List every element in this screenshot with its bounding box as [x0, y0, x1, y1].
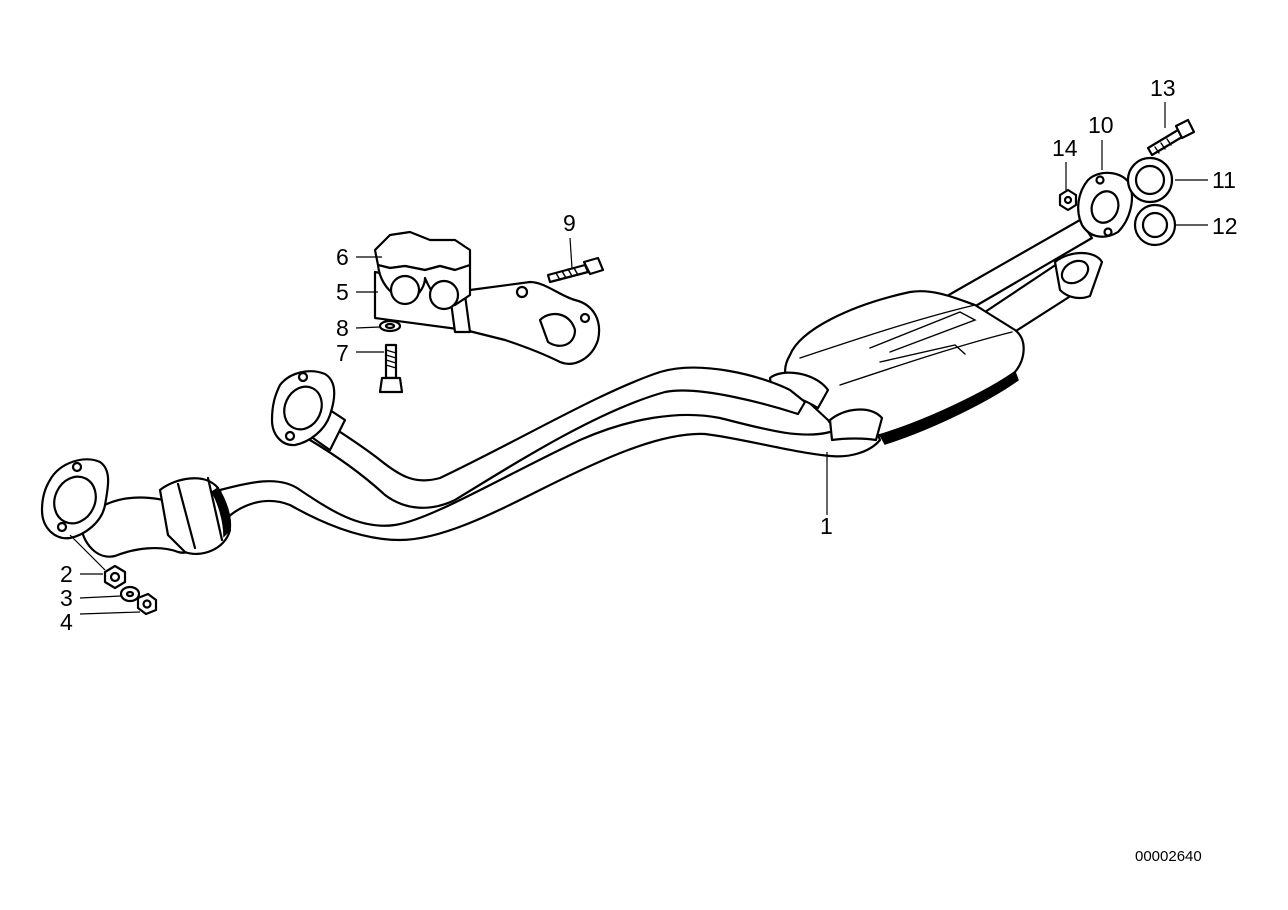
left-manifold-flange [40, 458, 110, 540]
nut-2 [103, 564, 127, 590]
washer-3 [119, 585, 141, 603]
callout-3: 3 [60, 585, 73, 611]
callout-6: 6 [336, 244, 349, 270]
callout-10: 10 [1088, 112, 1114, 138]
callout-12: 12 [1212, 213, 1238, 239]
bolt-9 [546, 256, 605, 284]
pipe-clamp [373, 230, 472, 311]
catalytic-converter [768, 290, 1025, 445]
callout-5: 5 [336, 279, 349, 305]
callout-labels: 1 2 3 4 5 6 7 8 9 10 11 12 13 14 [60, 75, 1238, 635]
callout-14: 14 [1052, 135, 1078, 161]
nut-4 [136, 592, 158, 616]
bolt-7 [378, 343, 404, 394]
callout-2: 2 [60, 561, 73, 587]
callout-11: 11 [1212, 167, 1236, 193]
callout-7: 7 [336, 340, 349, 366]
bolt-13 [1146, 118, 1196, 157]
callout-1: 1 [820, 513, 833, 539]
callout-13: 13 [1150, 75, 1176, 101]
nut-14 [1058, 188, 1078, 212]
front-pipe-assembly [78, 366, 884, 558]
diagram-reference-number: 00002640 [1135, 848, 1202, 865]
right-manifold-flange [270, 370, 336, 447]
leader-lines [69, 102, 1208, 615]
sealing-ring-11 [1126, 156, 1174, 204]
washer-8 [378, 319, 402, 333]
rear-flange-10 [1077, 171, 1134, 238]
callout-4: 4 [60, 609, 73, 635]
rear-pipe-lower [983, 251, 1104, 340]
sealing-ring-12 [1133, 203, 1177, 247]
callout-9: 9 [563, 210, 576, 236]
callout-8: 8 [336, 315, 349, 341]
